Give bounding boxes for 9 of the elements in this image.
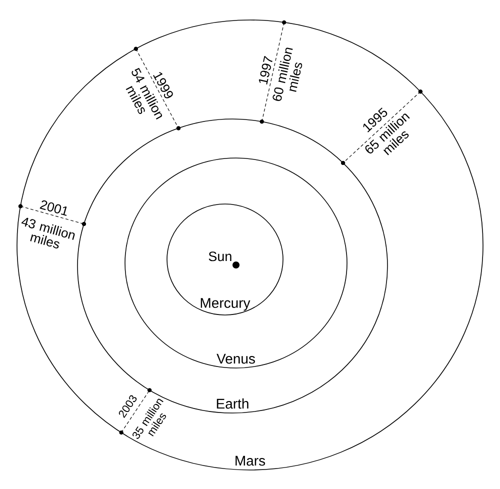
planet-label: Earth: [216, 398, 248, 409]
year-label: 1997: [258, 56, 272, 85]
planet-label: Mercury: [200, 298, 250, 311]
distance-label: 60 million miles: [272, 48, 302, 101]
planet-label: Venus: [216, 354, 255, 364]
distance-label: 43 million miles: [21, 218, 75, 248]
sun-label: Sun: [208, 252, 232, 262]
year-label: 2001: [40, 200, 67, 216]
planet-label: Mars: [236, 456, 266, 466]
